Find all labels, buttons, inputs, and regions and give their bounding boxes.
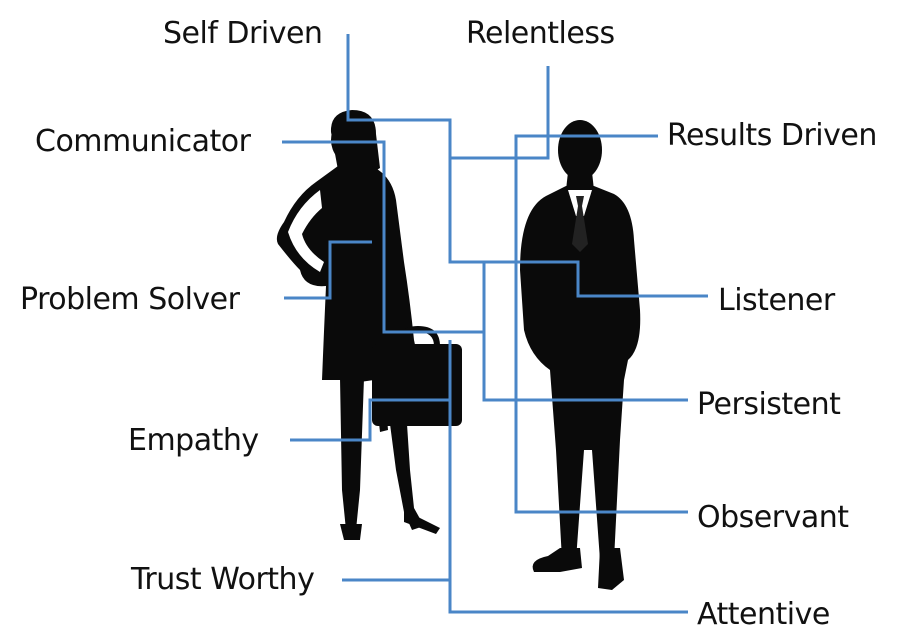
connector-lines <box>282 34 708 614</box>
label-listener: Listener <box>718 283 835 318</box>
label-trust-worthy: Trust Worthy <box>131 562 315 597</box>
label-problem-solver: Problem Solver <box>20 282 240 317</box>
connector-problem-solver <box>284 240 372 300</box>
connector-relentless <box>450 66 550 160</box>
connector-results-driven <box>514 134 658 262</box>
label-communicator: Communicator <box>35 124 251 159</box>
label-persistent: Persistent <box>697 387 841 422</box>
label-empathy: Empathy <box>128 423 259 458</box>
connector-observant <box>514 262 688 514</box>
man-silhouette <box>520 120 641 590</box>
connector-self-driven <box>346 34 708 298</box>
man-neck <box>566 172 594 190</box>
woman-arm-hip <box>288 190 324 272</box>
label-observant: Observant <box>697 500 849 535</box>
label-results-driven: Results Driven <box>667 118 877 153</box>
man-shoes <box>532 548 624 590</box>
connector-empathy <box>290 398 450 442</box>
label-attentive: Attentive <box>697 597 830 632</box>
briefcase <box>372 344 462 426</box>
connector-persistent <box>482 332 688 402</box>
man-head <box>558 120 602 180</box>
man-tie <box>572 196 588 252</box>
label-self-driven: Self Driven <box>163 16 323 51</box>
connector-communicator <box>282 140 486 334</box>
label-relentless: Relentless <box>466 16 615 51</box>
man-body <box>520 186 641 560</box>
woman-heels <box>340 510 440 540</box>
connector-attentive <box>448 340 688 614</box>
woman-silhouette <box>276 110 462 540</box>
